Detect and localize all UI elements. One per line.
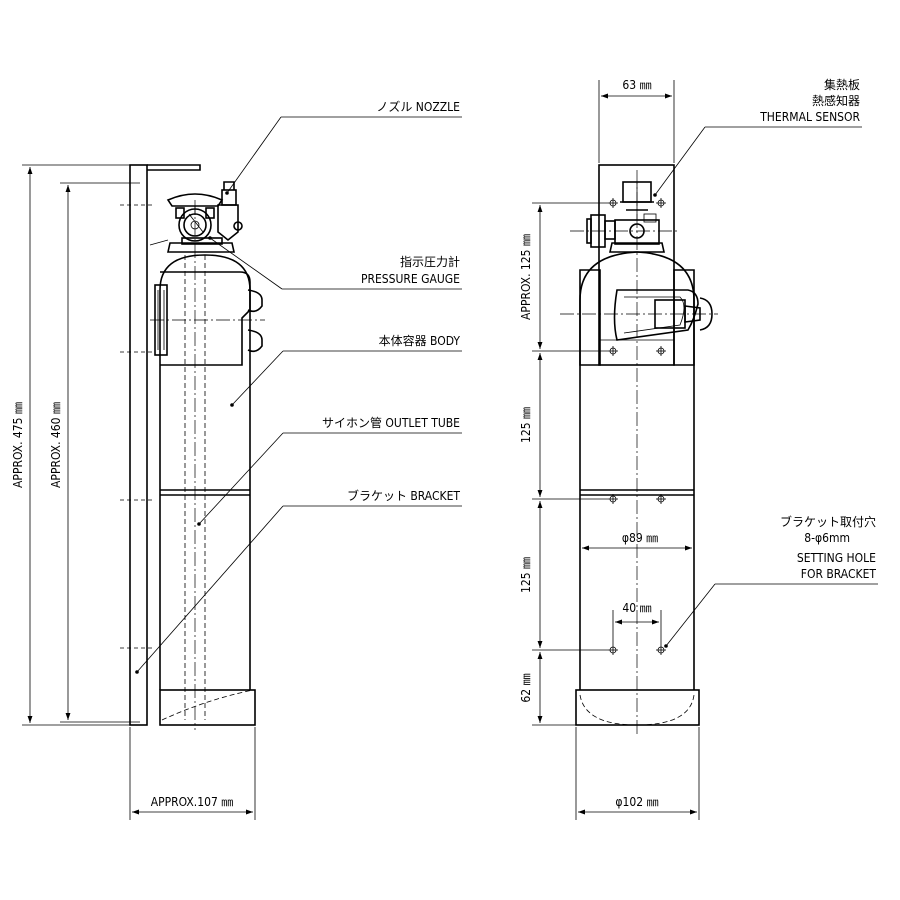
dim-top-63-text: 63 ㎜ (622, 78, 651, 92)
setting-hole (656, 494, 666, 504)
setting-hole (608, 645, 618, 655)
dim-seg3-text: 125 ㎜ (519, 557, 533, 593)
dimension-vertical-chain: APPROX. 125 ㎜ 125 ㎜ 125 ㎜ 62 ㎜ (519, 202, 608, 726)
label-sensor-jp2: 熱感知器 (812, 93, 860, 108)
front-bracket-plate (598, 164, 675, 366)
bracket-plate (120, 164, 201, 726)
front-clamp-handle (613, 289, 713, 341)
label-gauge-jp: 指示圧力計 (400, 254, 460, 269)
setting-hole (608, 346, 618, 356)
side-view: APPROX. 475 ㎜ APPROX. 460 ㎜ APPROX.107 ㎜… (11, 99, 462, 820)
label-body: 本体容器 BODY (379, 333, 461, 348)
dim-height-460-text: APPROX. 460 ㎜ (49, 402, 63, 488)
dim-base-dia-text: φ102 ㎜ (615, 795, 658, 809)
label-hole-spec: 8-φ6mm (804, 531, 850, 545)
dimension-top-63: 63 ㎜ (598, 78, 675, 163)
dim-seg2-text: 125 ㎜ (519, 407, 533, 443)
side-cylinder (154, 254, 263, 726)
dimension-height-460: APPROX. 460 ㎜ (49, 182, 140, 723)
dim-body-dia-text: φ89 ㎜ (622, 531, 658, 545)
front-callouts: 集熱板 熱感知器 THERMAL SENSOR ブラケット取付穴 8-φ6mm … (653, 77, 878, 648)
label-sensor-en: THERMAL SENSOR (759, 110, 860, 124)
dim-height-475-text: APPROX. 475 ㎜ (11, 402, 25, 488)
label-gauge-en: PRESSURE GAUGE (361, 272, 460, 286)
label-sensor-jp1: 集熱板 (824, 77, 860, 92)
label-hole-en1: SETTING HOLE (797, 551, 876, 565)
front-view: 63 ㎜ APPROX. 125 ㎜ 125 ㎜ 125 ㎜ 62 ㎜ φ89 … (519, 77, 878, 820)
side-callouts: ノズル NOZZLE 指示圧力計 PRESSURE GAUGE 本体容器 BOD… (135, 99, 462, 674)
setting-hole (656, 346, 666, 356)
label-nozzle: ノズル NOZZLE (376, 99, 460, 114)
dim-seg1-text: APPROX. 125 ㎜ (519, 234, 533, 320)
dimension-base-diameter: φ102 ㎜ (575, 727, 700, 820)
label-hole-en2: FOR BRACKET (801, 567, 877, 581)
dimension-height-475: APPROX. 475 ㎜ (11, 164, 130, 726)
label-outlet-tube: サイホン管 OUTLET TUBE (322, 415, 460, 430)
setting-hole (608, 494, 618, 504)
label-hole-jp: ブラケット取付穴 (780, 514, 876, 529)
side-valve-assembly (149, 181, 243, 253)
setting-hole (656, 198, 666, 208)
setting-hole (656, 645, 666, 655)
dimension-width-107: APPROX.107 ㎜ (129, 727, 256, 820)
setting-hole (608, 198, 618, 208)
dim-hole-pitch-text: 40 ㎜ (622, 601, 651, 615)
dimension-body-diameter: φ89 ㎜ (582, 531, 692, 551)
dim-width-107-text: APPROX.107 ㎜ (151, 795, 233, 809)
label-bracket: ブラケット BRACKET (347, 488, 460, 503)
dimension-hole-pitch: 40 ㎜ (612, 601, 662, 645)
side-outlet-tube (150, 200, 265, 730)
dim-seg4-text: 62 ㎜ (519, 673, 533, 702)
bracket-setting-holes (608, 198, 666, 655)
